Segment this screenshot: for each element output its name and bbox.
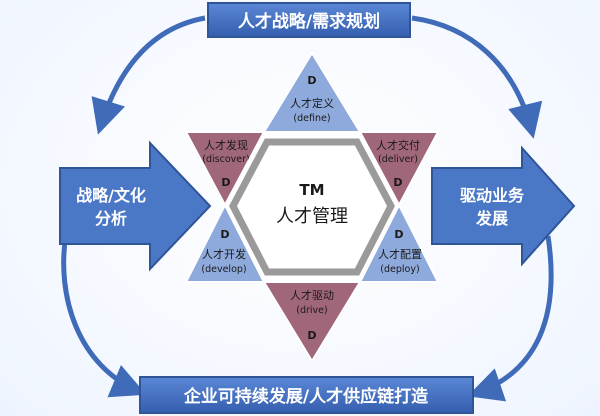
stage-develop-name: 人才开发 <box>202 247 246 261</box>
stage-deliver-badge: D <box>393 176 402 189</box>
center-subtitle: 人才管理 <box>276 206 348 227</box>
stage-deploy: D 人才配置 (deploy) <box>358 202 440 283</box>
stage-develop-en: (develop) <box>201 264 246 275</box>
stage-discover-en: (discover) <box>202 154 249 165</box>
left-arrow: 战略/文化 分析 <box>59 140 212 272</box>
center-hexagon: TM 人才管理 <box>223 131 401 283</box>
stage-discover: 人才发现 (discover) D <box>184 131 266 208</box>
stage-discover-name: 人才发现 <box>204 138 248 152</box>
top-banner: 人才战略/需求规划 <box>207 2 411 38</box>
stage-define-en: (define) <box>293 113 330 124</box>
stage-define-name: 人才定义 <box>290 96 334 110</box>
right-arrow: 驱动业务 发展 <box>431 145 576 267</box>
stage-discover-badge: D <box>221 176 230 189</box>
stage-deliver-name: 人才交付 <box>376 138 420 152</box>
stage-drive-en: (drive) <box>296 305 327 316</box>
stage-deploy-badge: D <box>394 228 403 241</box>
bottom-banner-label: 企业可持续发展/人才供应链打造 <box>183 386 429 407</box>
stage-drive-badge: D <box>307 329 316 342</box>
left-arrow-line2: 分析 <box>95 209 127 228</box>
curve-arrow-top-right <box>411 15 543 139</box>
curve-arrow-top-left <box>91 15 206 135</box>
center-title: TM <box>299 181 324 199</box>
stage-drive-name: 人才驱动 <box>290 288 334 302</box>
curve-arrow-bottom-right <box>467 235 554 402</box>
curve-arrow-bottom-left <box>61 233 147 398</box>
bottom-banner: 企业可持续发展/人才供应链打造 <box>139 376 474 414</box>
left-arrow-line1: 战略/文化 <box>76 186 146 205</box>
top-banner-label: 人才战略/需求规划 <box>238 11 380 32</box>
stage-deliver-en: (deliver) <box>378 154 418 165</box>
stage-deploy-en: (deploy) <box>380 264 419 275</box>
stage-develop-badge: D <box>220 228 229 241</box>
right-arrow-line2: 发展 <box>475 209 509 228</box>
stage-define: D 人才定义 (define) <box>262 51 362 133</box>
stage-drive: 人才驱动 (drive) D <box>262 281 362 363</box>
stage-define-badge: D <box>307 74 316 87</box>
stage-deploy-name: 人才配置 <box>378 247 422 261</box>
right-arrow-line1: 驱动业务 <box>460 186 525 205</box>
stage-develop: D 人才开发 (develop) <box>184 202 266 283</box>
